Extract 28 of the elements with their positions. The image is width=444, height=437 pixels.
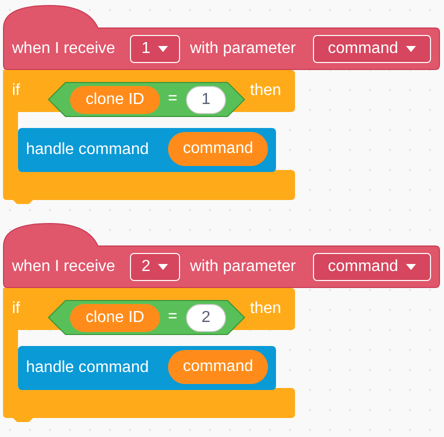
command-block xyxy=(18,128,276,172)
event-hat-block xyxy=(3,5,440,70)
dropdown-menu: command xyxy=(313,35,431,63)
variable-reporter: command xyxy=(168,132,268,166)
block-label: with parameter xyxy=(190,39,296,59)
block-label: handle command xyxy=(26,358,149,378)
dropdown-menu: 1 xyxy=(130,35,180,63)
block-label: = xyxy=(168,307,178,327)
variable-reporter: command xyxy=(168,350,268,384)
block-label: when I receive xyxy=(12,257,116,277)
dropdown-menu: command xyxy=(313,253,431,281)
variable-reporter: clone ID xyxy=(70,304,160,332)
block-label: then xyxy=(250,299,282,319)
block-label: when I receive xyxy=(12,39,116,59)
variable-reporter: clone ID xyxy=(70,86,160,114)
command-block xyxy=(18,346,276,390)
dropdown-menu: 2 xyxy=(130,253,180,281)
block-label: handle command xyxy=(26,140,149,160)
equals-condition xyxy=(48,82,245,117)
event-hat-block xyxy=(3,223,440,288)
equals-condition xyxy=(48,300,245,335)
block-label: if xyxy=(12,81,20,101)
if-block xyxy=(3,288,295,420)
block-label: = xyxy=(168,89,178,109)
block-label: with parameter xyxy=(190,257,296,277)
block-label: if xyxy=(12,299,20,319)
block-label: then xyxy=(250,81,282,101)
if-block xyxy=(3,70,295,202)
